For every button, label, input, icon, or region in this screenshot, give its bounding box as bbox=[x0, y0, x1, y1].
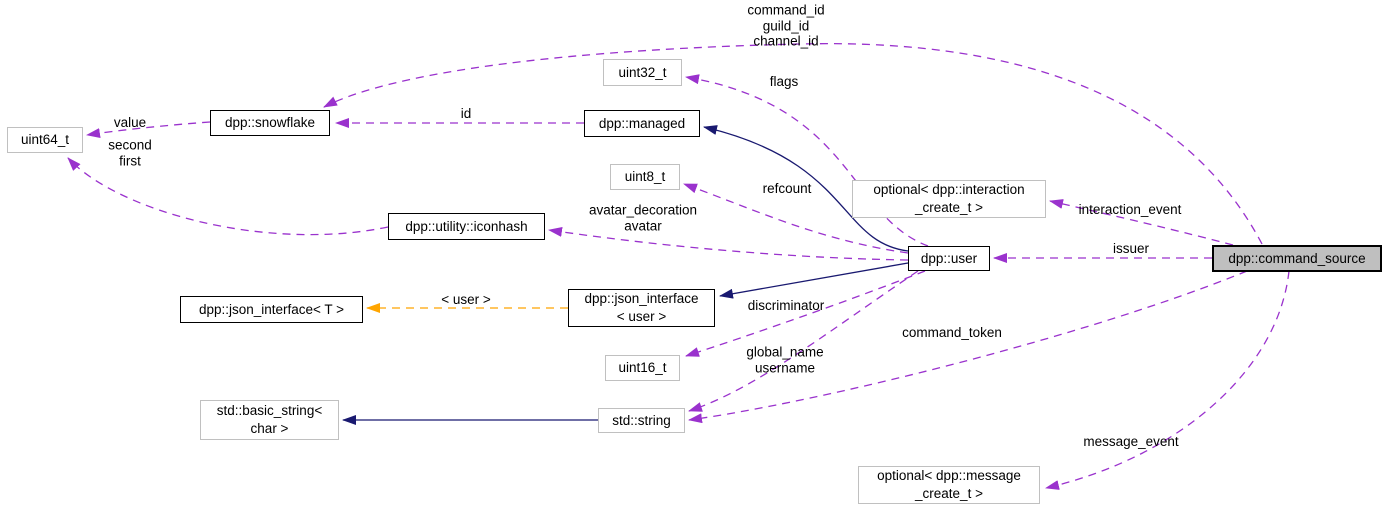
edge-avatar bbox=[548, 226, 909, 261]
node-std-string[interactable]: std::string bbox=[598, 408, 685, 433]
edge-global-name-username bbox=[688, 270, 919, 412]
edge-interaction-event bbox=[1049, 199, 1234, 246]
edge-command-token bbox=[688, 270, 1248, 424]
edge-refcount bbox=[683, 183, 909, 254]
node-optional-interaction-create-t[interactable]: optional< dpp::interaction _create_t > bbox=[852, 180, 1046, 218]
edge-second-first bbox=[67, 157, 389, 236]
node-std-basic-string-char[interactable]: std::basic_string< char > bbox=[200, 400, 339, 440]
node-dpp-utility-iconhash[interactable]: dpp::utility::iconhash bbox=[388, 213, 545, 240]
node-uint32-t[interactable]: uint32_t bbox=[603, 59, 682, 86]
edge-user-inherits-managed bbox=[703, 125, 909, 252]
node-uint8-t[interactable]: uint8_t bbox=[610, 164, 680, 190]
node-dpp-command-source: dpp::command_source bbox=[1212, 245, 1382, 272]
edge-user-inherits-json-interface bbox=[719, 262, 909, 299]
edge-flags bbox=[685, 74, 929, 247]
node-uint64-t[interactable]: uint64_t bbox=[7, 127, 83, 153]
node-optional-message-create-t[interactable]: optional< dpp::message _create_t > bbox=[858, 466, 1040, 504]
edge-discriminator bbox=[685, 270, 926, 357]
node-dpp-snowflake[interactable]: dpp::snowflake bbox=[210, 110, 330, 136]
node-dpp-user[interactable]: dpp::user bbox=[908, 246, 990, 271]
edge-command-id-guild-id-channel-id bbox=[323, 42, 1263, 245]
node-uint16-t[interactable]: uint16_t bbox=[605, 355, 680, 381]
node-dpp-json-interface-user[interactable]: dpp::json_interface < user > bbox=[568, 289, 715, 327]
node-dpp-json-interface-t[interactable]: dpp::json_interface< T > bbox=[180, 296, 363, 323]
edge-value bbox=[86, 121, 211, 138]
node-dpp-managed[interactable]: dpp::managed bbox=[584, 110, 700, 137]
edge-message-event bbox=[1045, 270, 1290, 490]
